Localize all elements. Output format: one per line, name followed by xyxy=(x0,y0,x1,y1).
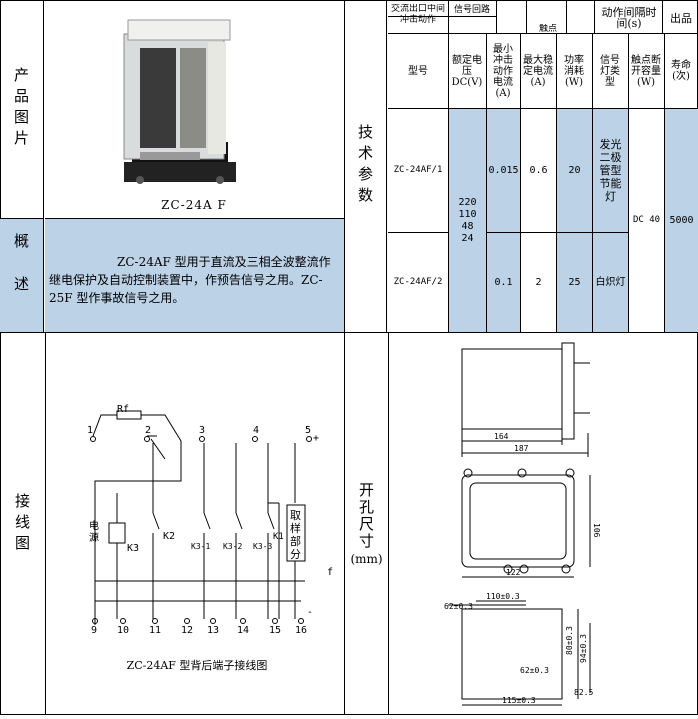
dim-62b: 62±0.3 xyxy=(520,666,549,675)
dim-115: 115±0.3 xyxy=(502,696,536,705)
terminal-4: 4 xyxy=(253,425,259,436)
row2-max-current: 2 xyxy=(520,232,556,332)
top-header-ac: 交流出口中间冲击动作 xyxy=(390,4,445,25)
voltage-48: 48 xyxy=(461,220,474,232)
row2-lamp: 白炽灯 xyxy=(592,232,628,332)
wiring-caption: ZC-24AF 型背后端子接线图 xyxy=(126,659,268,672)
top-header-product: 出品 xyxy=(670,11,692,25)
wiring-label-cell: 接线图 xyxy=(0,333,46,715)
dim-122: 122 xyxy=(506,568,521,577)
row2-power: 25 xyxy=(556,232,592,332)
k1-label: K1 xyxy=(273,532,284,542)
terminal-2: 2 xyxy=(145,425,151,436)
header-capacity: 触点断开容量(W) xyxy=(631,54,661,88)
contact-capacity: DC 40 xyxy=(628,108,664,332)
sampling-2: 样 xyxy=(290,521,301,535)
header-model: 型号 xyxy=(408,65,428,77)
terminal-15: 15 xyxy=(269,625,281,636)
power-label-1: 电 xyxy=(89,519,99,532)
dim-187: 187 xyxy=(514,444,529,453)
cutout-drawing: 164 187 106 122 110±0.3 62±0.3 80±0.3 94… xyxy=(390,333,698,715)
tech-top-header-strip xyxy=(388,0,698,34)
sampling-3: 部 xyxy=(290,534,301,548)
divider-mid-horizontal xyxy=(0,332,698,333)
wiring-label: 接线图 xyxy=(13,492,31,556)
dim-80: 80±0.3 xyxy=(565,626,574,655)
divider-mid-vertical xyxy=(344,0,345,715)
tech-label-cell: 技术参数 xyxy=(345,0,387,332)
dim-62: 62±0.3 xyxy=(444,602,473,611)
product-name: ZC-24A F xyxy=(161,198,227,212)
terminal-3: 3 xyxy=(199,425,205,436)
dim-106: 106 xyxy=(592,523,601,538)
wiring-diagram: Rf 1 2 3 4 5 + 电 源 K3 K2 K3-1 K3-2 K3-3 … xyxy=(47,333,344,715)
header-min-current: 最小冲击动作电流(A) xyxy=(493,43,513,99)
cutout-label: 开孔尺寸 xyxy=(357,482,375,550)
overview-label-cell: 概述 xyxy=(0,218,44,332)
row1-power: 20 xyxy=(556,108,592,232)
voltage-220: 220 xyxy=(458,196,477,208)
terminal-11: 11 xyxy=(149,625,161,636)
header-voltage: 额定电压DC(V) xyxy=(451,54,483,88)
row2-min-current: 0.1 xyxy=(486,232,520,332)
product-photo xyxy=(110,12,250,192)
top-header-interval: 动作间隔时间(s) xyxy=(601,6,657,30)
overview-text-cell: ZC-24AF 型用于直流及三相全波整流作继电保护及自动控制装置中，作预告信号之… xyxy=(45,218,344,332)
k31-label: K3-1 xyxy=(191,542,210,551)
dim-110: 110±0.3 xyxy=(486,592,520,601)
voltage-110: 110 xyxy=(458,208,477,220)
header-lamp: 信号灯类型 xyxy=(600,54,620,88)
header-life: 寿命(次) xyxy=(671,60,691,82)
voltage-cell: 220 110 48 24 xyxy=(448,108,486,332)
plus-sign: + xyxy=(313,433,319,444)
header-max-current: 最大稳定电流(A) xyxy=(523,54,553,88)
cutout-label-cell: 开孔尺寸 (mm) xyxy=(345,333,389,715)
product-image-label-cell: 产品图片 xyxy=(0,0,44,218)
row1-lamp: 发光二极管型节能灯 xyxy=(592,108,628,232)
product-image-label: 产品图片 xyxy=(12,67,30,151)
terminal-16: 16 xyxy=(295,625,307,636)
row1-max-current: 0.6 xyxy=(520,108,556,232)
rf-label: Rf xyxy=(117,404,129,415)
sampling-1: 取 xyxy=(290,509,301,522)
terminal-9: 9 xyxy=(91,625,97,636)
minus-sign: - xyxy=(307,607,313,618)
k3-label: K3 xyxy=(127,543,139,554)
f-label: f xyxy=(327,567,333,578)
row1-min-current: 0.015 xyxy=(486,108,520,232)
terminal-12: 12 xyxy=(181,625,193,636)
terminal-10: 10 xyxy=(117,625,129,636)
top-header-signal: 信号回路 xyxy=(453,4,490,15)
dim-94: 94±0.3 xyxy=(579,634,588,663)
tech-label: 技术参数 xyxy=(356,124,374,208)
dim-164: 164 xyxy=(494,432,509,441)
terminal-5: 5 xyxy=(305,425,311,436)
terminal-13: 13 xyxy=(207,625,219,636)
overview-label: 概述 xyxy=(12,232,30,319)
dim-82: 82.5 xyxy=(574,688,593,697)
life-value: 5000 xyxy=(664,108,698,332)
power-label-2: 源 xyxy=(89,531,99,544)
header-power: 功率消耗(W) xyxy=(564,54,584,88)
overview-text: ZC-24AF 型用于直流及三相全波整流作继电保护及自动控制装置中，作预告信号之… xyxy=(49,255,331,305)
cutout-unit: (mm) xyxy=(350,552,383,566)
terminal-1: 1 xyxy=(87,425,93,436)
voltage-24: 24 xyxy=(461,232,474,244)
k32-label: K3-2 xyxy=(223,542,242,551)
row2-model: ZC-24AF/2 xyxy=(388,232,448,332)
terminal-14: 14 xyxy=(237,625,249,636)
sampling-4: 分 xyxy=(290,548,301,561)
top-header-contact: 触点 xyxy=(538,24,557,34)
row1-model: ZC-24AF/1 xyxy=(388,108,448,232)
k33-label: K3-3 xyxy=(253,542,272,551)
k2-label: K2 xyxy=(163,531,175,542)
